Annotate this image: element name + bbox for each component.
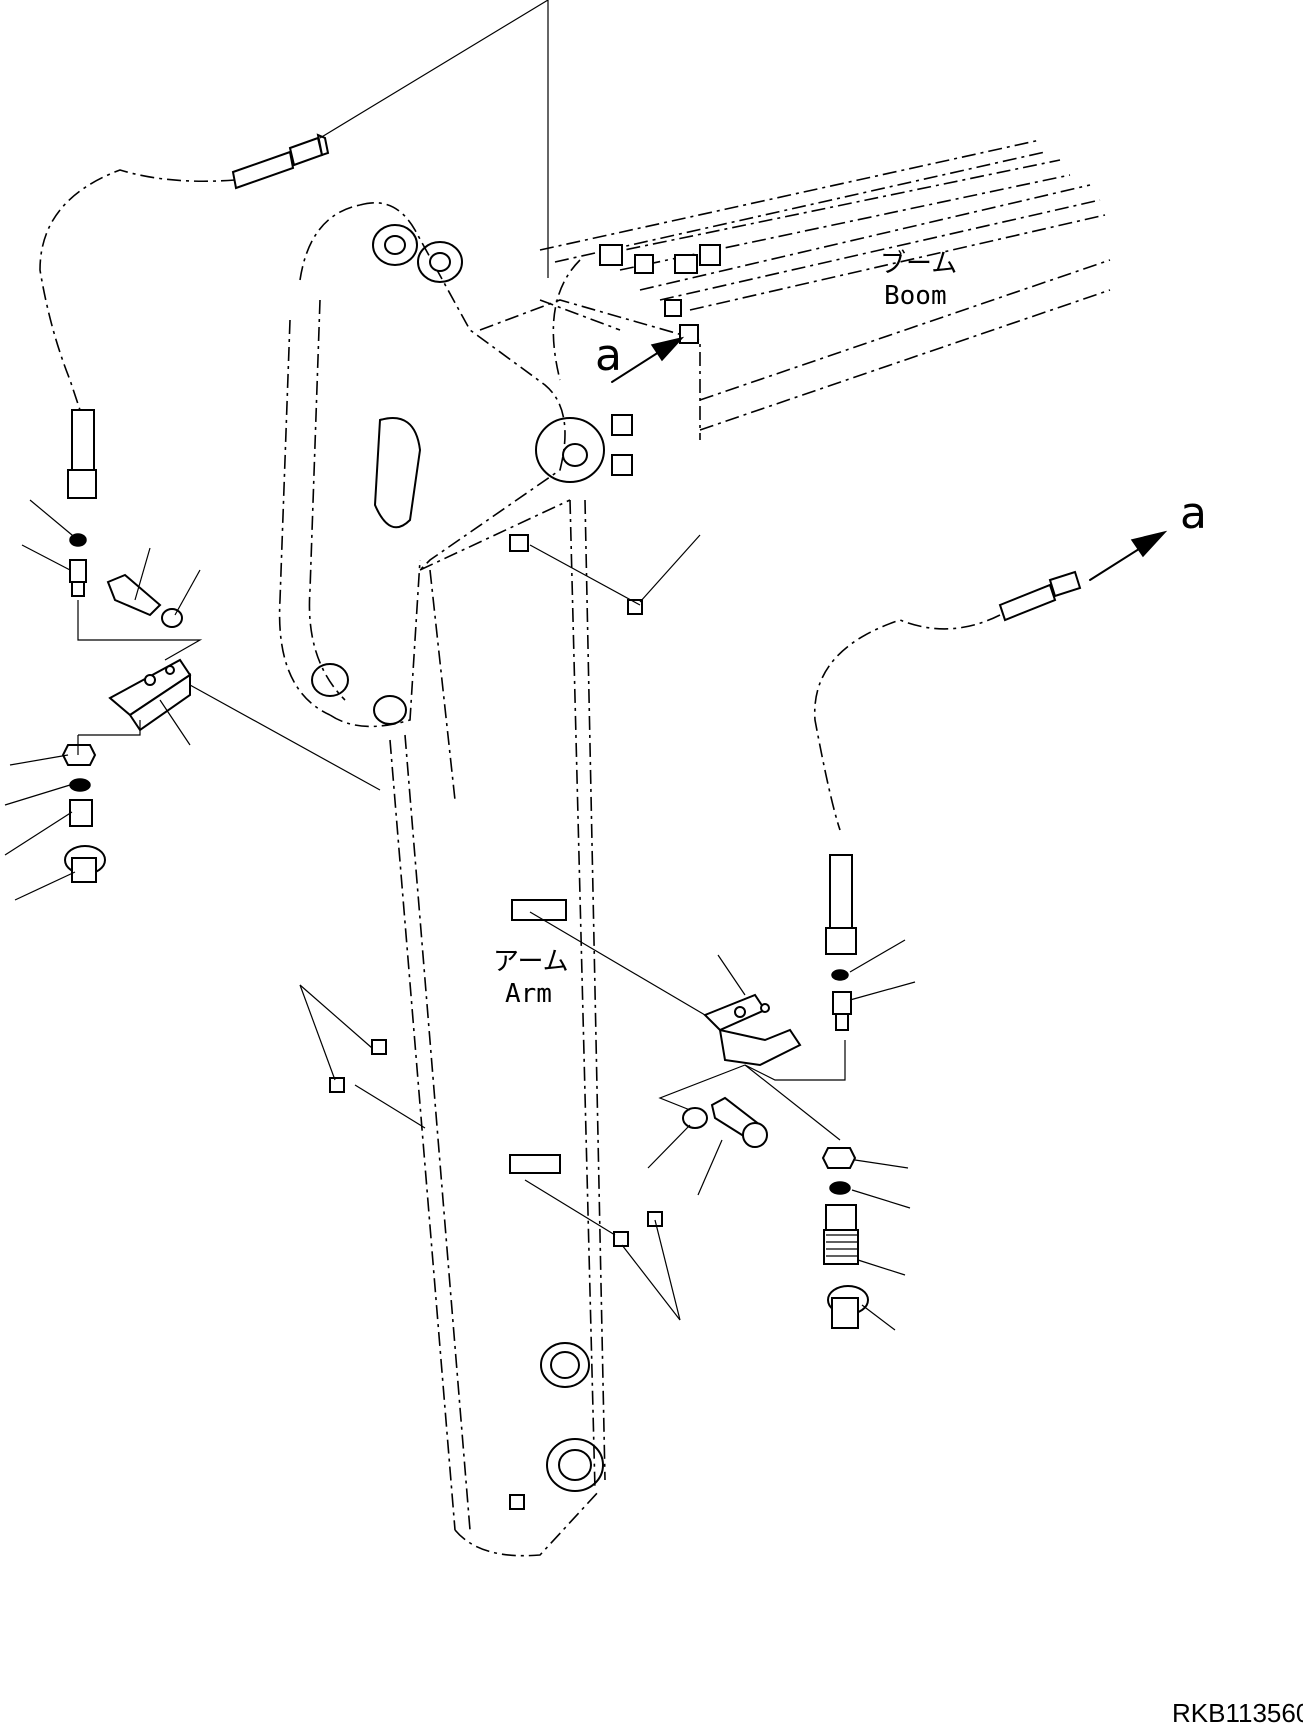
boom-label-jp: ブーム — [880, 249, 957, 279]
right-bracket-assembly — [658, 969, 869, 1329]
clip-bolts — [329, 599, 663, 1510]
view-arrow-top — [611, 336, 685, 383]
view-arrow-right — [1089, 530, 1168, 581]
boom-label-en: Boom — [884, 281, 947, 311]
view-a-label-right: a — [1180, 488, 1207, 539]
drawing-code: RKB113560 — [1172, 1698, 1303, 1728]
left-bracket-assembly — [61, 533, 203, 883]
arm-label-en: Arm — [505, 979, 552, 1009]
leader-lines — [4, 0, 916, 1331]
upper-hose — [39, 133, 330, 499]
right-hose — [813, 570, 1082, 955]
view-a-label-top: a — [595, 330, 622, 381]
arm-label-jp: アーム — [493, 947, 569, 977]
arm — [278, 201, 633, 1557]
boom — [479, 139, 1111, 440]
